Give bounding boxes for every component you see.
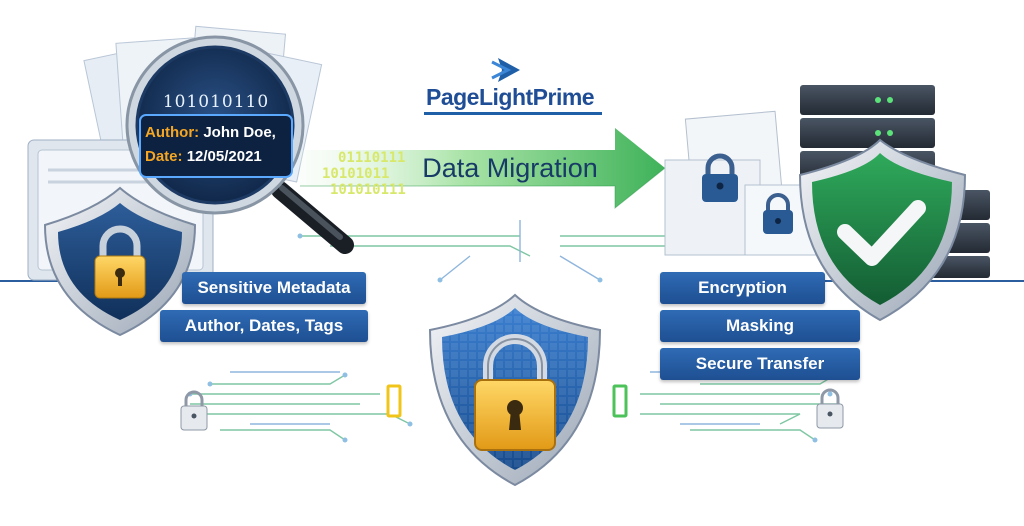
- shield-check-icon: [798, 138, 967, 322]
- magnifier-author: Author: John Doe,: [145, 124, 295, 141]
- label-author-dates-tags: Author, Dates, Tags: [160, 310, 368, 342]
- label-sensitive-metadata: Sensitive Metadata: [182, 272, 366, 304]
- connector-chip: [386, 384, 628, 418]
- date-value: 12/05/2021: [186, 148, 262, 165]
- padlock-icon: [180, 390, 208, 431]
- arrow-label: Data Migration: [422, 152, 598, 183]
- padlock-icon: [816, 388, 844, 429]
- logo-underline: [424, 112, 602, 115]
- logo-mark-icon: [491, 58, 520, 82]
- label-masking: Masking: [660, 310, 860, 342]
- logo-text: PageLightPrime: [426, 84, 595, 110]
- author-value: John Doe,: [203, 124, 276, 141]
- label-encryption: Encryption: [660, 272, 825, 304]
- locked-documents-icon: [664, 110, 821, 256]
- shield-padlock-icon: [43, 186, 197, 337]
- date-key: Date:: [145, 148, 183, 165]
- data-migration-arrow: [300, 128, 666, 210]
- label-secure-transfer: Secure Transfer: [660, 348, 860, 380]
- central-shield-padlock-icon: [428, 293, 602, 487]
- author-key: Author:: [145, 124, 200, 141]
- brand-logo: PageLightPrime: [410, 48, 610, 118]
- bit-stream: 01110111: [338, 150, 406, 166]
- magnifier-date: Date: 12/05/2021: [145, 148, 295, 165]
- bit-stream: 101010111: [330, 182, 406, 198]
- bit-stream: 10101011: [322, 166, 390, 182]
- magnifier-icon: [125, 35, 354, 254]
- magnifier-binary: 101010110: [162, 92, 270, 112]
